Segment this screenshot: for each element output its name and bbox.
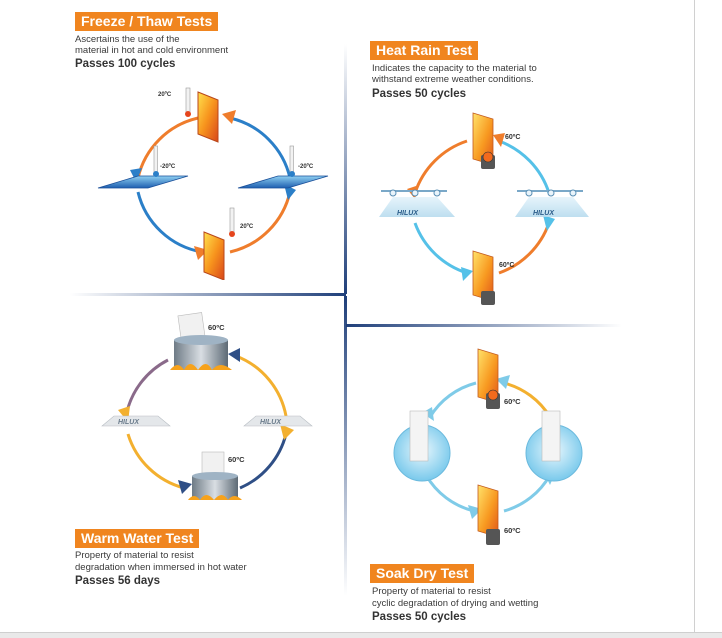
heat-rain-temp-bottom: 60ºC xyxy=(499,262,514,269)
thermometer-bulb-icon xyxy=(229,231,235,237)
divider-vertical-bottom xyxy=(344,296,347,596)
heater-coil-icon xyxy=(487,389,499,401)
water-spray-right xyxy=(515,197,589,217)
divider-horizontal-left xyxy=(70,293,346,296)
pot-rim-icon xyxy=(174,335,228,345)
divider-vertical-top xyxy=(344,44,347,294)
soak-dry-desc-line2: cyclic degradation of drying and wetting xyxy=(372,598,539,609)
freeze-temp-hot-bottom: 20ºC xyxy=(240,224,254,230)
thermometer-bulb-icon xyxy=(289,171,295,177)
sample-sheet-right xyxy=(541,410,561,462)
arc-top-left xyxy=(428,381,477,418)
ice-slab-left xyxy=(97,175,189,189)
warm-water-temp-top: 60ºC xyxy=(208,323,225,332)
heater-coil-icon xyxy=(482,151,494,163)
arc-bottom-left xyxy=(424,474,475,513)
arrowhead-top xyxy=(222,110,236,124)
arrowhead-bottom xyxy=(178,480,192,494)
heat-rain-brand-right: HILUX xyxy=(533,210,555,217)
freeze-thaw-title: Freeze / Thaw Tests xyxy=(75,12,219,31)
sprinkler-icon xyxy=(433,189,441,197)
freeze-thaw-desc-line2: material in hot and cold environment xyxy=(75,45,229,56)
sprinkler-icon xyxy=(525,189,533,197)
ice-slab-right xyxy=(237,175,329,189)
pot-rim-icon xyxy=(192,472,238,480)
arc-cold-to-hot-top xyxy=(229,116,292,179)
soak-dry-temp-top: 60ºC xyxy=(504,397,521,406)
arrowhead-top xyxy=(228,348,240,362)
sprinkler-icon xyxy=(569,189,577,197)
heat-rain-brand-left: HILUX xyxy=(397,210,419,217)
sprinkler-icon xyxy=(547,189,555,197)
heat-rain-title: Heat Rain Test xyxy=(370,41,479,60)
warm-water-brand-right: HILUX xyxy=(260,419,282,426)
warm-water-desc-line1: Property of material to resist xyxy=(75,550,194,561)
freeze-temp-cold-left: -20ºC xyxy=(160,164,176,170)
thermometer-icon xyxy=(185,87,191,115)
freeze-temp-hot-top: 20ºC xyxy=(158,92,172,98)
thermometer-icon xyxy=(229,207,235,235)
arrowhead-left xyxy=(130,168,142,182)
hot-panel-top xyxy=(197,91,219,143)
arc-bottom-right xyxy=(503,474,552,513)
thermometer-bulb-icon xyxy=(185,111,191,117)
sprinkler-icon xyxy=(411,189,419,197)
warm-water-title: Warm Water Test xyxy=(75,529,200,548)
warm-water-desc-line2: degradation when immersed in hot water xyxy=(75,562,247,573)
arrowhead-top xyxy=(496,375,510,389)
heat-rain-temp-top: 60ºC xyxy=(505,134,520,141)
soak-dry-passes: Passes 50 cycles xyxy=(372,611,467,623)
warm-water-temp-bottom: 60ºC xyxy=(228,455,245,464)
hot-panel-bottom xyxy=(203,231,225,280)
soak-dry-desc-line1: Property of material to resist xyxy=(372,586,491,597)
thermometer-icon xyxy=(153,145,158,175)
arc-cold-to-hot-bottom xyxy=(136,191,203,254)
soak-dry-temp-bottom: 60ºC xyxy=(504,526,521,535)
arc-hot-to-cold-right xyxy=(229,191,292,254)
soak-dry-diagram: 60ºC 60ºC xyxy=(393,348,583,545)
sample-panel-right xyxy=(243,415,313,427)
thermometer-icon xyxy=(289,145,294,175)
arrowhead-bottom xyxy=(461,267,473,281)
arc-bottom-left xyxy=(126,433,185,490)
warm-water-diagram: 60ºC HILUX HILUX 60ºC xyxy=(101,312,313,500)
heater-icon xyxy=(481,291,495,305)
water-spray-left xyxy=(379,197,455,217)
arrowhead-right xyxy=(280,424,294,440)
arc-bottom-right xyxy=(498,222,551,275)
flame-icon xyxy=(170,364,232,370)
divider-horizontal-right xyxy=(346,324,622,327)
heat-rain-desc-line1: Indicates the capacity to the material t… xyxy=(372,63,537,74)
sample-sheet-left xyxy=(409,410,429,462)
arc-top-left xyxy=(124,358,169,417)
warm-water-brand-left: HILUX xyxy=(118,419,140,426)
arc-bottom-left xyxy=(413,222,468,275)
warm-water-passes: Passes 56 days xyxy=(75,575,161,587)
heat-rain-diagram: 60ºC 60ºC HILUX HILUX xyxy=(379,112,589,305)
arc-top-right xyxy=(498,139,551,194)
arc-top-left xyxy=(413,139,468,194)
heat-rain-passes: Passes 50 cycles xyxy=(372,88,467,100)
horizontal-scrollbar[interactable] xyxy=(0,632,722,638)
page-right-edge xyxy=(694,0,695,637)
arc-bottom-right xyxy=(239,433,288,490)
heater-icon xyxy=(486,529,500,545)
freeze-temp-cold-right: -20ºC xyxy=(298,164,314,170)
sample-panel-left xyxy=(101,415,171,427)
freeze-thaw-desc-line1: Ascertains the use of the xyxy=(75,34,180,45)
arrowhead-right xyxy=(543,215,555,231)
heat-rain-desc-line2: withstand extreme weather conditions. xyxy=(372,74,534,85)
arc-top-right xyxy=(235,354,288,417)
soak-dry-title: Soak Dry Test xyxy=(370,564,475,583)
thermometer-bulb-icon xyxy=(153,171,159,177)
freeze-thaw-diagram: 20ºC -20ºC -20ºC 20ºC xyxy=(97,87,329,280)
freeze-thaw-passes: Passes 100 cycles xyxy=(75,58,176,70)
flame-icon xyxy=(188,495,242,500)
sprinkler-icon xyxy=(389,189,397,197)
arrowhead-top xyxy=(493,133,505,147)
